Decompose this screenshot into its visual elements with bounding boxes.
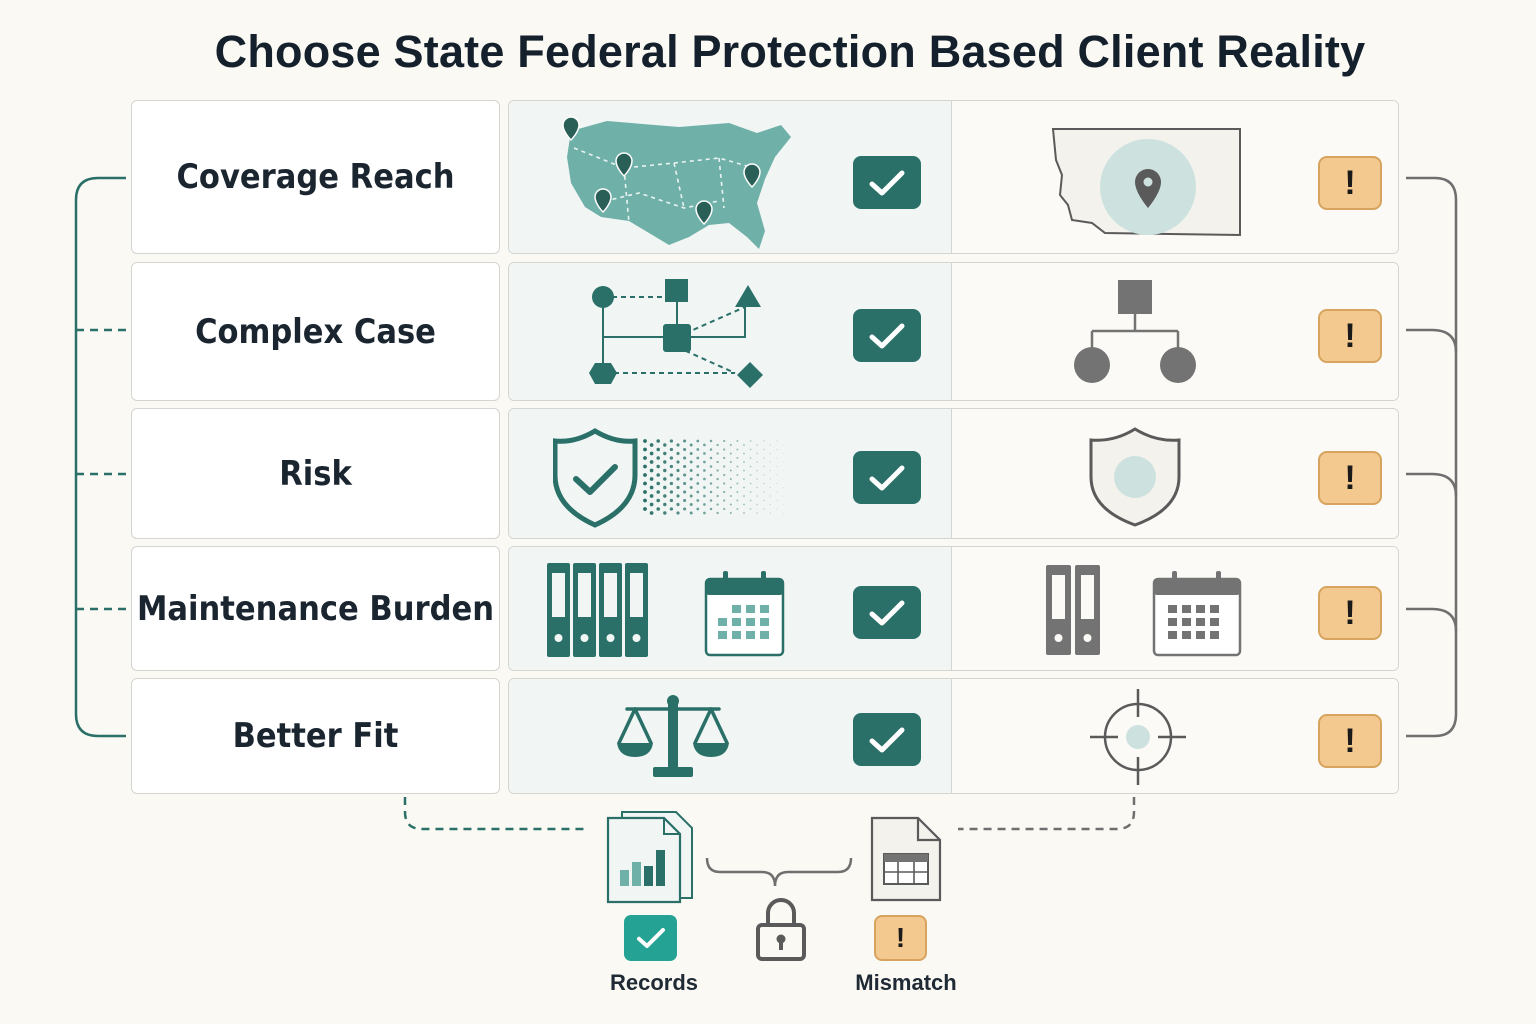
exclamation-icon: ! [1344, 721, 1356, 760]
check-icon [636, 928, 665, 948]
target-icon [1090, 689, 1186, 785]
row-label-risk: Risk [131, 408, 500, 539]
check-badge [853, 156, 921, 209]
row-label-maintenance-burden: Maintenance Burden [131, 546, 500, 671]
complex-network-icon [589, 279, 763, 388]
exclamation-icon: ! [1344, 458, 1356, 497]
records-label: Records [609, 970, 699, 995]
row-better-fit: ! [508, 678, 1399, 794]
check-badge [853, 586, 921, 639]
warning-badge: ! [1318, 309, 1382, 363]
check-icon [869, 323, 905, 348]
row-label-text: Coverage Reach [176, 157, 455, 197]
federal-cell [509, 409, 952, 538]
page-title: Choose State Federal Protection Based Cl… [214, 26, 1366, 77]
exclamation-icon: ! [1344, 163, 1356, 202]
state-cell: ! [952, 547, 1398, 670]
shield-check-icon [553, 428, 785, 528]
exclamation-icon: ! [1344, 316, 1356, 355]
row-label-better-fit: Better Fit [131, 678, 500, 794]
records-check-badge [624, 915, 677, 961]
row-label-text: Risk [279, 453, 352, 494]
padlock-icon [756, 898, 806, 961]
mismatch-label: Mismatch [855, 970, 957, 995]
binders-calendar-icon [547, 563, 785, 657]
simple-hierarchy-icon [1074, 280, 1196, 383]
us-map-pins-icon [562, 116, 791, 249]
check-icon [869, 465, 905, 490]
check-icon [869, 727, 905, 752]
state-cell: ! [952, 679, 1398, 793]
row-risk: ! [508, 408, 1399, 539]
row-label-text: Complex Case [195, 311, 436, 352]
state-cell: ! [952, 101, 1398, 253]
federal-cell [509, 679, 952, 793]
federal-cell [509, 547, 952, 670]
row-maintenance-burden: ! [508, 546, 1399, 671]
scales-icon [617, 695, 729, 777]
row-complex-case: ! [508, 262, 1399, 401]
row-label-text: Maintenance Burden [136, 588, 495, 629]
state-cell: ! [952, 263, 1398, 400]
state-cell: ! [952, 409, 1398, 538]
exclamation-icon: ! [1344, 593, 1356, 632]
row-label-coverage-reach: Coverage Reach [131, 100, 500, 254]
warning-badge: ! [1318, 586, 1382, 640]
check-icon [869, 600, 905, 625]
row-coverage-reach: ! [508, 100, 1399, 254]
row-label-text: Better Fit [232, 716, 399, 756]
table-document-icon [870, 816, 942, 902]
plain-shield-icon [1089, 427, 1181, 527]
exclamation-icon: ! [895, 922, 906, 953]
federal-cell [509, 263, 952, 400]
mismatch-warning-badge: ! [874, 915, 927, 961]
chart-documents-icon [606, 811, 693, 904]
warning-badge: ! [1318, 451, 1382, 505]
row-label-complex-case: Complex Case [131, 262, 500, 401]
federal-cell [509, 101, 952, 253]
check-badge [853, 713, 921, 766]
check-badge [853, 451, 921, 504]
binders-calendar-icon [1046, 565, 1242, 657]
warning-badge: ! [1318, 156, 1382, 210]
check-icon [869, 170, 905, 195]
check-badge [853, 309, 921, 362]
warning-badge: ! [1318, 714, 1382, 768]
state-map-pin-icon [1051, 128, 1241, 237]
